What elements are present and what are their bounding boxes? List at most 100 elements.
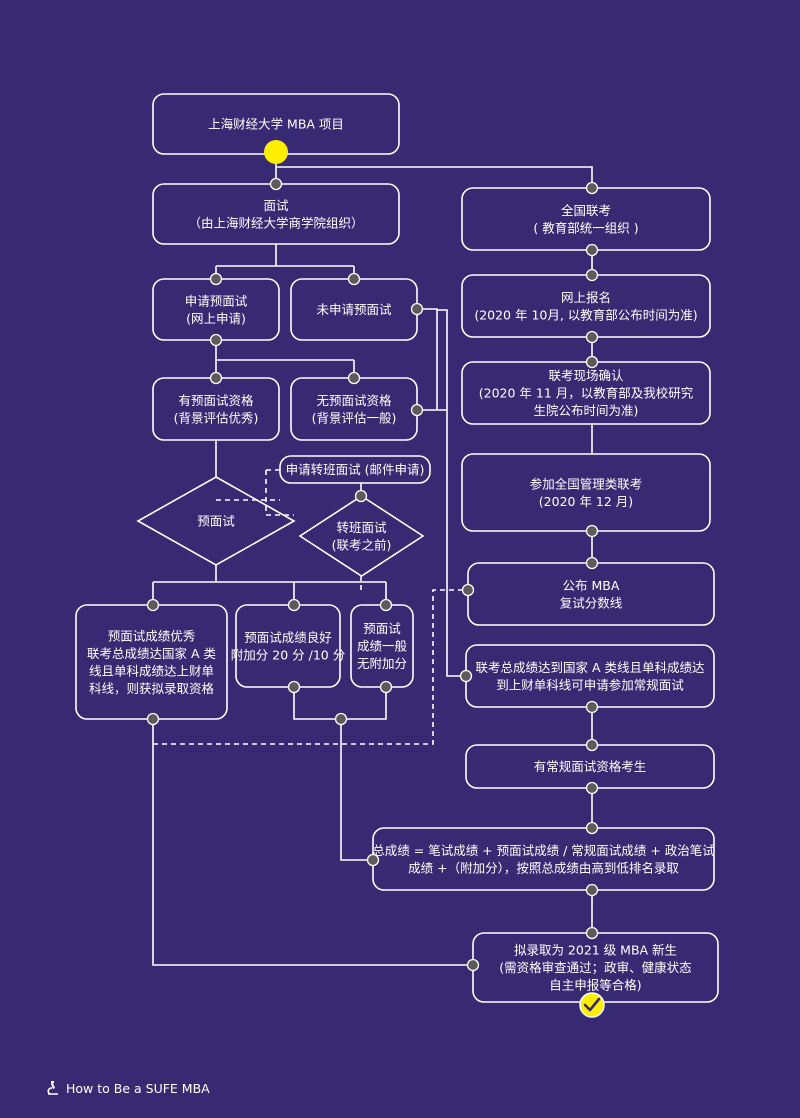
node-label: (2020 年 11 月，以教育部及我校研究 bbox=[479, 386, 694, 401]
node-box bbox=[461, 274, 711, 338]
node-box bbox=[75, 604, 228, 720]
node-box bbox=[279, 455, 431, 484]
connector-dot bbox=[287, 680, 301, 694]
connector-dot bbox=[379, 598, 393, 612]
connector-dot bbox=[585, 700, 599, 714]
node-box bbox=[372, 827, 715, 891]
connector-dot bbox=[347, 371, 361, 385]
connector-line bbox=[340, 719, 373, 861]
footer-text: How to Be a SUFE MBA bbox=[66, 1080, 210, 1096]
footer: How to Be a SUFE MBA bbox=[46, 1080, 210, 1096]
node-has-qual: 有预面试资格(背景评估优秀) bbox=[152, 377, 280, 441]
node-label: 预面试 bbox=[363, 621, 401, 636]
microscope-icon bbox=[47, 1081, 58, 1095]
node-box bbox=[235, 604, 341, 688]
node-transfer-apply: 申请转班面试 (邮件申请) bbox=[279, 455, 431, 484]
connector-dot bbox=[466, 958, 480, 972]
node-label: 附加分 20 分 /10 分 bbox=[231, 647, 345, 662]
connector-line bbox=[417, 308, 466, 677]
connector-line bbox=[276, 166, 593, 188]
node-label: 网上报名 bbox=[561, 290, 611, 305]
node-label: 复试分数线 bbox=[560, 595, 623, 610]
node-label: （由上海财经大学商学院组织） bbox=[188, 215, 363, 230]
node-label: (背景评估优秀) bbox=[174, 410, 259, 425]
node-label: 预面试成绩优秀 bbox=[108, 628, 196, 643]
connector-dot bbox=[209, 272, 223, 286]
node-label: (2020 年 10月, 以教育部公布时间为准) bbox=[474, 307, 697, 322]
node-label: 科线，则获拟录取资格 bbox=[89, 681, 215, 696]
node-label: 无预面试资格 bbox=[316, 393, 392, 408]
node-label: (联考之前) bbox=[332, 537, 392, 552]
node-label: 未申请预面试 bbox=[316, 302, 392, 317]
connector-dot bbox=[585, 330, 599, 344]
connector-dot bbox=[146, 712, 160, 726]
node-box bbox=[152, 183, 400, 245]
node-label: (需资格审查通过；政审、健康状态 bbox=[499, 960, 691, 975]
node-no-apply-pre: 未申请预面试 bbox=[290, 278, 418, 341]
node-apply-pre: 申请预面试(网上申请) bbox=[152, 278, 280, 341]
node-admitted: 拟录取为 2021 级 MBA 新生(需资格审查通过；政审、健康状态自主申报等合… bbox=[472, 932, 719, 1003]
node-label: 全国联考 bbox=[561, 203, 611, 218]
connector-dots bbox=[146, 177, 599, 972]
start-dot bbox=[264, 140, 288, 164]
node-pre-interview: 预面试 bbox=[136, 476, 296, 566]
node-diamond bbox=[298, 495, 425, 577]
node-label: (背景评估一般) bbox=[312, 410, 397, 425]
node-label: 自主申报等合格) bbox=[549, 978, 641, 993]
node-label: 预面试成绩良好 bbox=[244, 630, 332, 645]
connector-dot bbox=[209, 333, 223, 347]
connector-dot bbox=[146, 598, 160, 612]
connector-dot bbox=[209, 371, 223, 385]
connector-dot bbox=[585, 243, 599, 257]
node-national-exam: 全国联考 ( 教育部统一组织 ) bbox=[461, 187, 711, 251]
connector-line bbox=[152, 719, 473, 966]
connector-line bbox=[215, 340, 355, 378]
connector-dot bbox=[585, 556, 599, 570]
node-take-exam: 参加全国管理类联考(2020 年 12 月) bbox=[461, 453, 711, 532]
node-label: 转班面试 bbox=[336, 520, 387, 535]
connector-dot bbox=[410, 302, 424, 316]
marks bbox=[264, 140, 605, 1018]
node-label: 申请预面试 bbox=[185, 293, 248, 308]
connector-dot bbox=[585, 883, 599, 897]
node-label: 生院公布时间为准) bbox=[534, 403, 639, 418]
connector-dot bbox=[585, 781, 599, 795]
node-label: 上海财经大学 MBA 项目 bbox=[208, 117, 344, 132]
node-label: 面试 bbox=[263, 198, 289, 213]
node-box bbox=[290, 377, 418, 441]
node-interview: 面试 （由上海财经大学商学院组织） bbox=[152, 183, 400, 245]
node-box bbox=[461, 453, 711, 532]
node-label: 参加全国管理类联考 bbox=[530, 476, 643, 491]
node-label: 成绩 +（附加分），按照总成绩由高到低排名录取 bbox=[408, 860, 679, 875]
connector-dot bbox=[347, 272, 361, 286]
node-label: 总成绩 = 笔试成绩 + 预面试成绩 / 常规面试成绩 + 政治笔试 bbox=[372, 843, 715, 858]
connector-dot bbox=[461, 583, 475, 597]
node-label: 联考总成绩达国家 A 类 bbox=[87, 646, 216, 661]
node-regular-qual: 有常规面试资格考生 bbox=[465, 744, 715, 789]
connector-dot bbox=[334, 712, 348, 726]
node-label: 到上财单科线可申请参加常规面试 bbox=[496, 677, 684, 692]
node-label: 线且单科成绩达上财单 bbox=[89, 663, 214, 678]
connector-dot bbox=[585, 268, 599, 282]
connector-dot bbox=[585, 926, 599, 940]
node-box bbox=[467, 562, 715, 626]
connector-dot bbox=[410, 403, 424, 417]
node-label: 联考现场确认 bbox=[548, 368, 624, 383]
node-label: 有常规面试资格考生 bbox=[534, 759, 647, 774]
connector-dot bbox=[354, 489, 368, 503]
node-label: 预面试 bbox=[197, 514, 235, 529]
node-label: ( 教育部统一组织 ) bbox=[533, 220, 638, 235]
connector-dot bbox=[269, 177, 283, 191]
connector-dot bbox=[287, 598, 301, 612]
node-label: 无附加分 bbox=[357, 656, 407, 671]
connector-dot bbox=[585, 524, 599, 538]
node-label: 联考总成绩达到国家 A 类线且单科成绩达 bbox=[476, 660, 705, 675]
